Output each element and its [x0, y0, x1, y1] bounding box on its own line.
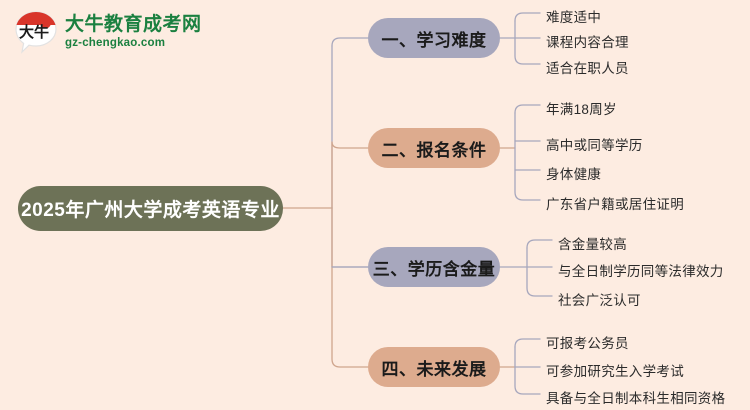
leaf-item: 含金量较高: [558, 237, 627, 252]
leaf-item: 广东省户籍或居住证明: [546, 197, 684, 212]
branch-node-3[interactable]: 三、学历含金量: [368, 247, 500, 287]
branch-node-1[interactable]: 一、学习难度: [368, 18, 500, 58]
logo-mark-icon: 大牛: [14, 10, 58, 54]
leaf-item: 难度适中: [546, 10, 602, 25]
svg-text:大牛: 大牛: [19, 23, 49, 41]
leaf-item: 年满18周岁: [546, 102, 617, 117]
leaf-item: 与全日制学历同等法律效力: [558, 264, 724, 279]
leaf-item: 社会广泛认可: [558, 293, 641, 308]
logo-text-block: 大牛教育成考网 gz-chengkao.com: [65, 15, 202, 50]
leaf-item: 可参加研究生入学考试: [546, 364, 684, 379]
leaf-item: 高中或同等学历: [546, 138, 643, 153]
leaf-item: 身体健康: [546, 167, 602, 182]
logo-site-url: gz-chengkao.com: [65, 36, 166, 49]
logo-site-name: 大牛教育成考网: [65, 13, 202, 35]
branch-node-2[interactable]: 二、报名条件: [368, 128, 500, 168]
site-logo[interactable]: 大牛 大牛教育成考网 gz-chengkao.com: [14, 4, 201, 60]
leaf-item: 课程内容合理: [546, 35, 629, 50]
leaf-item: 可报考公务员: [546, 336, 629, 351]
leaf-item: 适合在职人员: [546, 61, 629, 76]
root-node[interactable]: 2025年广州大学成考英语专业: [18, 186, 283, 231]
branch-node-4[interactable]: 四、未来发展: [368, 347, 500, 387]
leaf-item: 具备与全日制本科生相同资格: [546, 391, 726, 406]
